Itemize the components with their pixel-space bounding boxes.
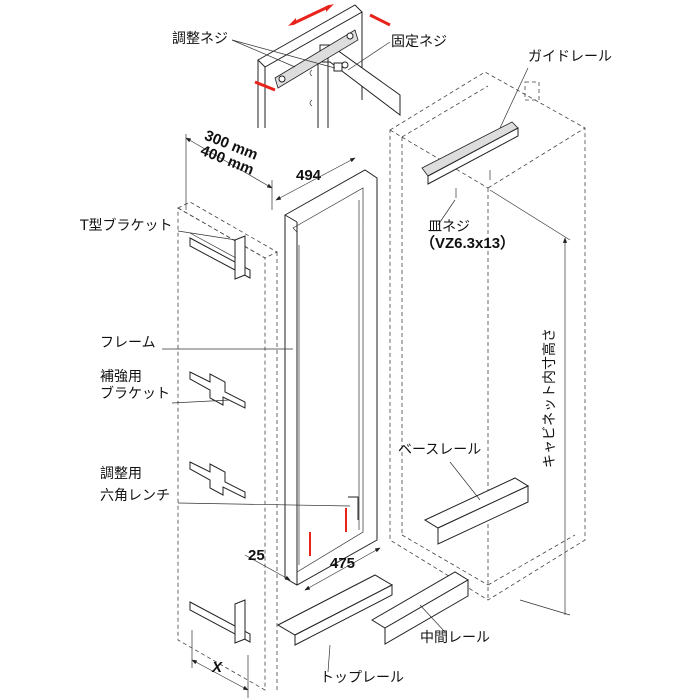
guide-rail (421, 67, 529, 226)
label-base-rail: ベースレール (398, 442, 482, 458)
label-reinforce-1: 補強用 (100, 369, 142, 385)
label-fixing-screw: 固定ネジ (391, 34, 447, 50)
label-screw-spec: （VZ6.3x13） (420, 235, 516, 252)
label-dim-475: 475 (330, 555, 356, 572)
label-t-bracket: T型ブラケット (80, 218, 173, 234)
base-rail (423, 461, 530, 545)
side-panel-outline (177, 201, 278, 691)
label-adjust-screw: 調整ネジ (172, 31, 228, 47)
t-bracket-top (189, 232, 251, 280)
middle-rail (371, 571, 469, 645)
label-top-rail: トップレール (320, 670, 404, 686)
leader-lines (162, 230, 351, 507)
label-frame: フレーム (100, 335, 156, 351)
reinforcement-bracket (189, 371, 246, 409)
label-hex-1: 調整用 (100, 466, 142, 482)
label-width-494: 494 (296, 167, 322, 184)
label-countersunk-screw: 皿ネジ (428, 219, 470, 235)
top-rail (276, 574, 394, 673)
t-bracket-bottom (189, 599, 251, 644)
label-dim-25: 25 (248, 547, 265, 564)
label-dim-x: X (212, 659, 223, 676)
label-guide-rail: ガイドレール (528, 49, 612, 65)
label-middle-rail: 中間レール (420, 630, 490, 646)
pullout-frame (284, 169, 378, 586)
label-reinforce-2: ブラケット (100, 386, 170, 402)
top-inset-detail (231, 4, 401, 128)
label-cabinet-height: キャビネット内寸高さ (542, 328, 558, 468)
reinforcement-bracket-2 (189, 461, 246, 499)
label-hex-2: 六角レンチ (100, 488, 170, 504)
